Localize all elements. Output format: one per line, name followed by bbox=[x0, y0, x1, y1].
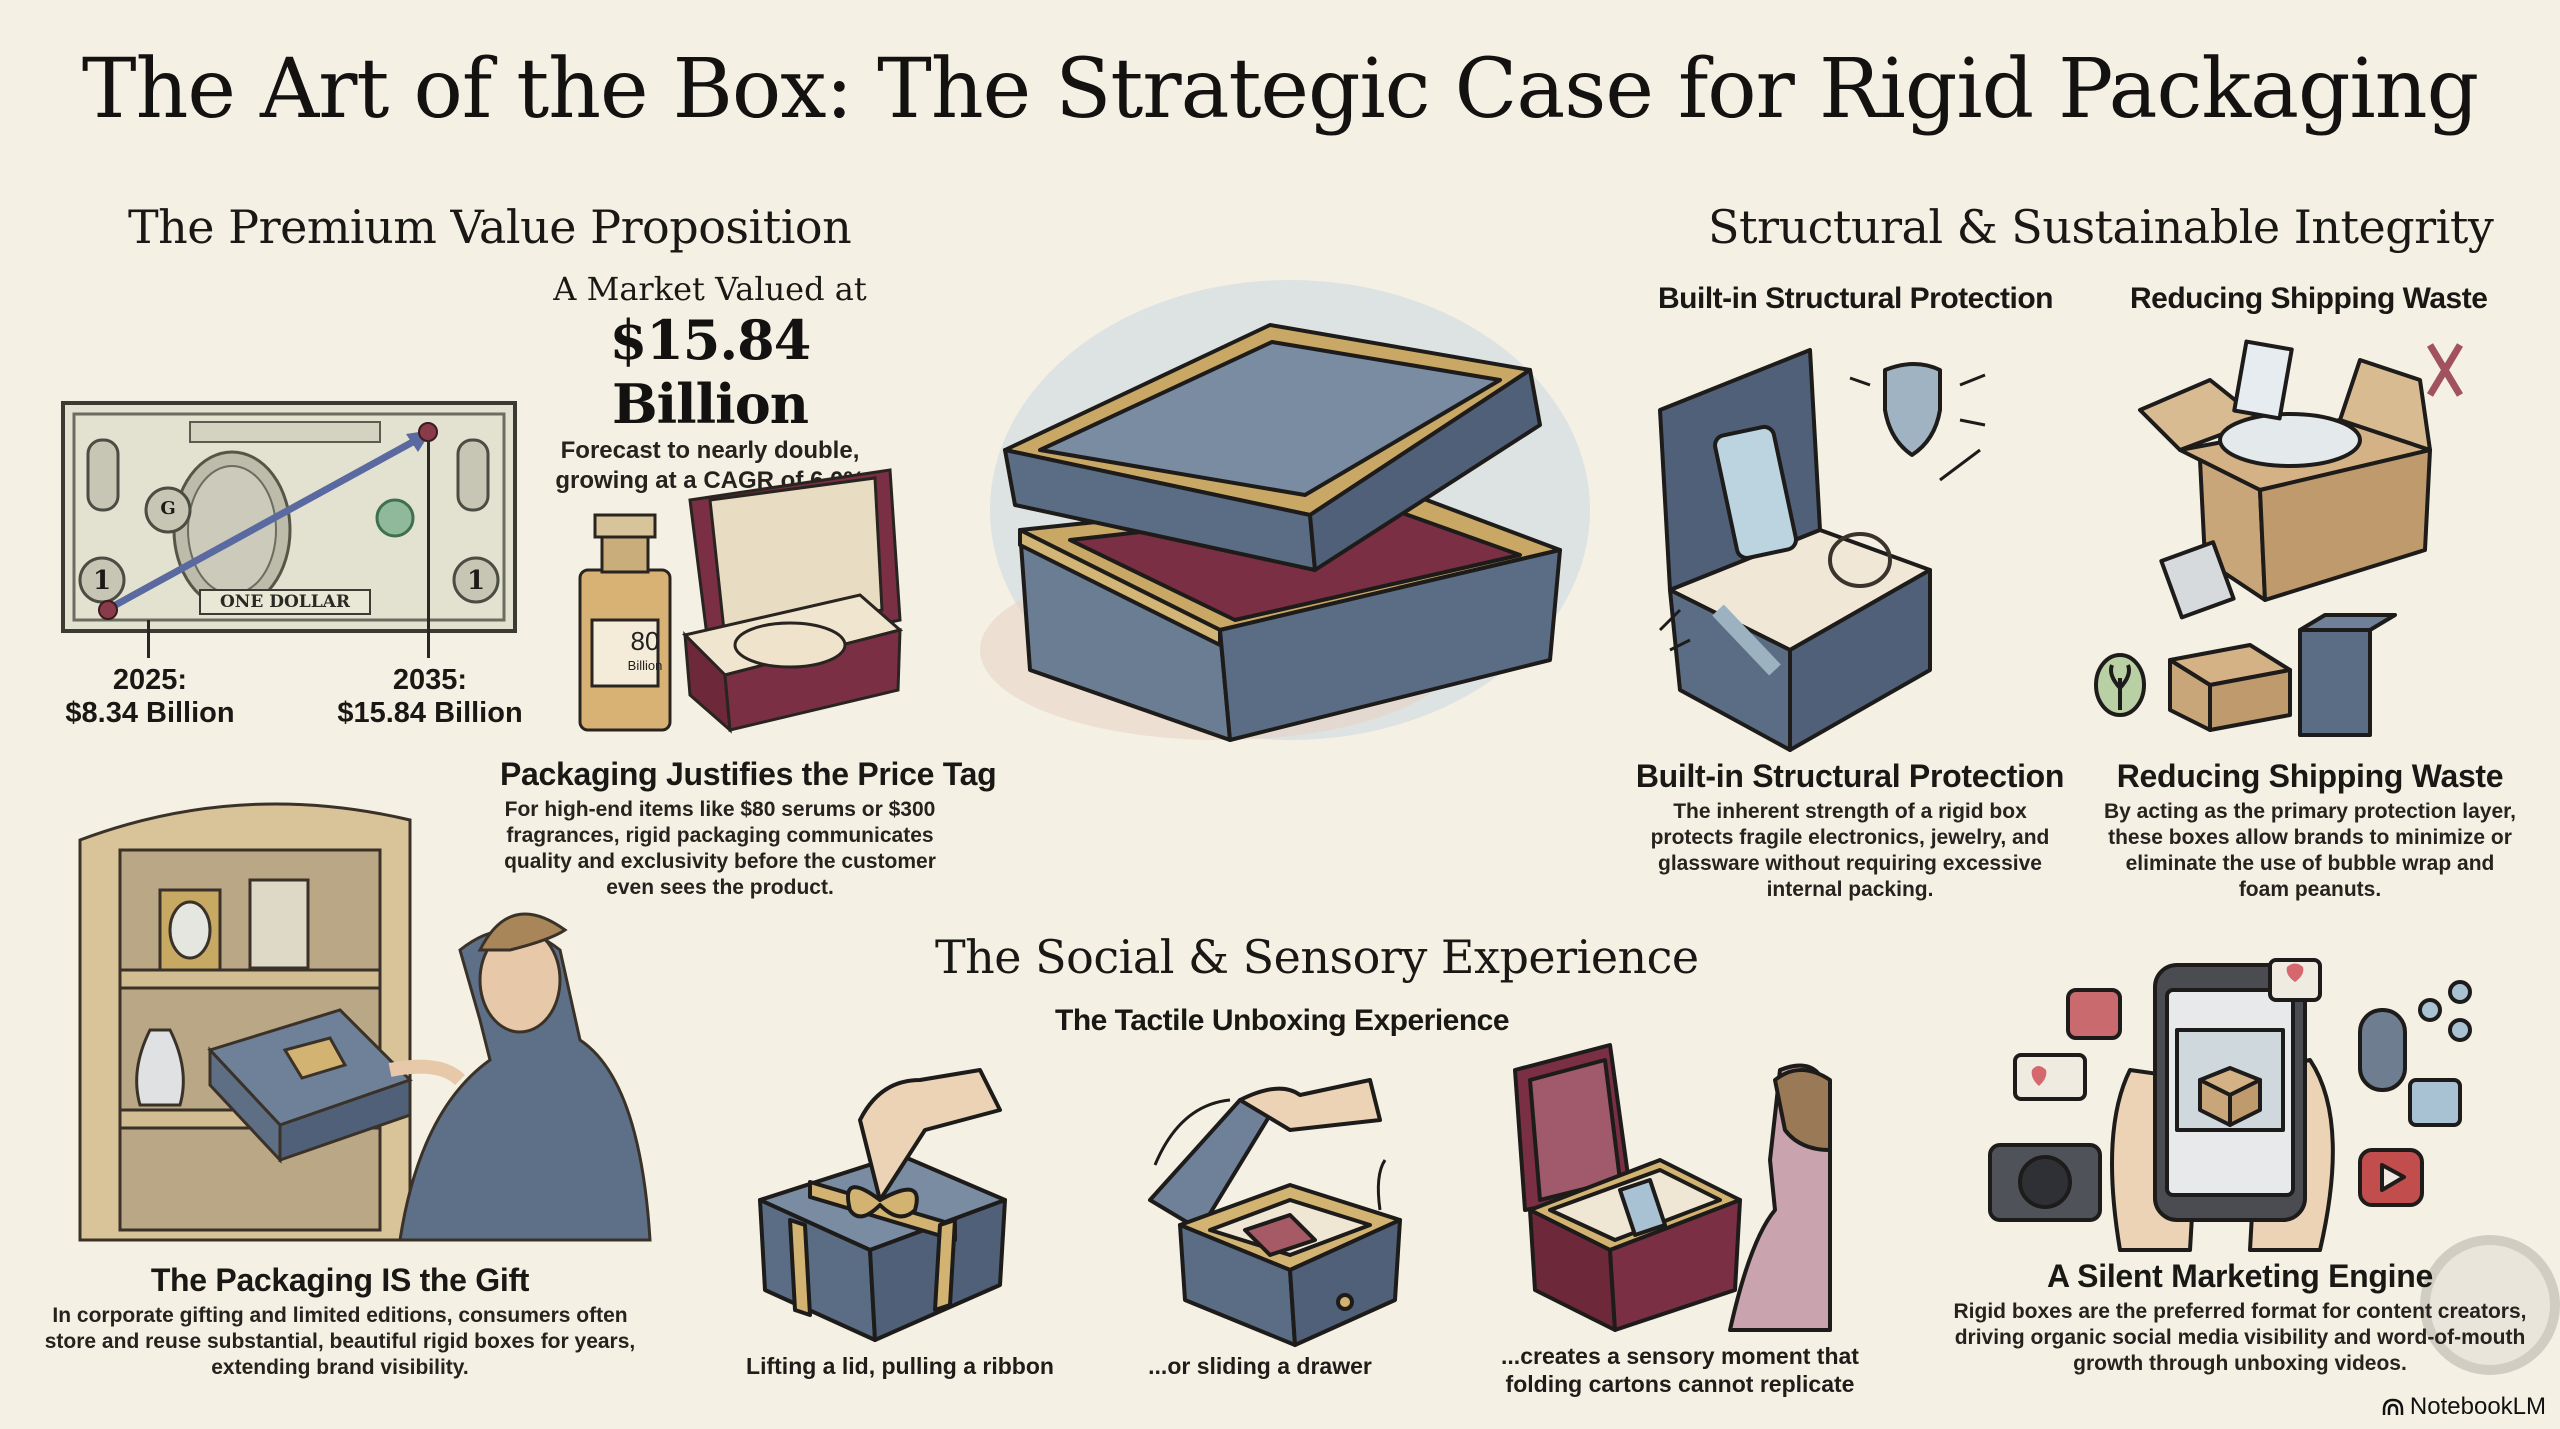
gift-heading: The Packaging IS the Gift bbox=[150, 1262, 530, 1298]
bill-seal: G bbox=[160, 498, 176, 519]
protection-body: The inherent strength of a rigid box pro… bbox=[1650, 800, 2050, 901]
notebooklm-logo-icon bbox=[2382, 1398, 2404, 1415]
label-2035-value: $15.84 Billion bbox=[337, 697, 523, 729]
protection-heading: Built-in Structural Protection bbox=[1635, 758, 2065, 794]
label-2025: 2025: $8.34 Billion bbox=[40, 664, 260, 730]
bill-denom-left: 1 bbox=[92, 566, 112, 596]
protection-box-illustration bbox=[1640, 330, 2060, 752]
tactile-subtitle: The Tactile Unboxing Experience bbox=[1055, 1004, 1510, 1037]
hero-rigid-box-illustration bbox=[960, 250, 1600, 750]
bill-text: ONE DOLLAR bbox=[220, 592, 350, 612]
dollar-bill-illustration: ONE DOLLAR G 1 1 bbox=[60, 400, 520, 635]
social-media-phone-illustration bbox=[1960, 950, 2540, 1252]
waste-body: By acting as the primary protection laye… bbox=[2104, 800, 2516, 901]
watermark-circle bbox=[2420, 1235, 2560, 1375]
page-title: The Art of the Box: The Strategic Case f… bbox=[81, 42, 2479, 137]
section-title-social: The Social & Sensory Experience bbox=[935, 930, 1699, 984]
notebooklm-logo-text: NotebookLM bbox=[2409, 1393, 2546, 1420]
bottle-label-number: 80 bbox=[630, 626, 660, 656]
bottle-label-word: Billion bbox=[627, 658, 663, 673]
section-title-structural: Structural & Sustainable Integrity bbox=[1708, 200, 2494, 254]
waste-block: Reducing Shipping Waste By acting as the… bbox=[2100, 758, 2520, 903]
marketing-block: A Silent Marketing Engine Rigid boxes ar… bbox=[1940, 1258, 2540, 1377]
sensory-moment-illustration bbox=[1500, 1040, 1832, 1332]
label-2035-year: 2035: bbox=[392, 664, 468, 696]
price-tag-heading: Packaging Justifies the Price Tag bbox=[500, 756, 997, 792]
connector-2025 bbox=[147, 620, 150, 658]
gift-body: In corporate gifting and limited edition… bbox=[44, 1304, 636, 1379]
waste-illustration bbox=[2094, 330, 2560, 750]
protection-block: Built-in Structural Protection The inher… bbox=[1630, 758, 2070, 903]
perfume-box-illustration: 80 Billion bbox=[560, 460, 920, 740]
price-tag-body: For high-end items like $80 serums or $3… bbox=[504, 798, 936, 899]
connector-2035 bbox=[427, 440, 430, 658]
section-title-premium: The Premium Value Proposition bbox=[128, 200, 852, 254]
drawer-box-illustration bbox=[1140, 1060, 1460, 1347]
unbox-caption-3: ...creates a sensory moment that folding… bbox=[1501, 1343, 1859, 1397]
label-2025-value: $8.34 Billion bbox=[65, 697, 235, 729]
bill-denom-right: 1 bbox=[466, 566, 486, 596]
protection-label: Built-in Structural Protection bbox=[1658, 282, 2054, 315]
notebooklm-logo: NotebookLM bbox=[2382, 1393, 2546, 1421]
market-stat: A Market Valued at $15.84 Billion Foreca… bbox=[520, 270, 900, 496]
unbox-caption-1: Lifting a lid, pulling a ribbon bbox=[746, 1353, 1054, 1379]
cabinet-gift-illustration bbox=[40, 780, 660, 1242]
price-tag-block: Packaging Justifies the Price Tag For hi… bbox=[500, 756, 997, 901]
market-note-line1: Forecast to nearly double, bbox=[560, 437, 860, 464]
gift-block: The Packaging IS the Gift In corporate g… bbox=[40, 1262, 640, 1381]
waste-heading: Reducing Shipping Waste bbox=[2116, 758, 2504, 794]
label-2025-year: 2025: bbox=[112, 664, 188, 696]
marketing-heading: A Silent Marketing Engine bbox=[2046, 1258, 2434, 1294]
waste-label: Reducing Shipping Waste bbox=[2130, 282, 2488, 315]
label-2035: 2035: $15.84 Billion bbox=[300, 664, 560, 730]
market-pre-label: A Market Valued at bbox=[553, 270, 867, 308]
market-value: $15.84 Billion bbox=[609, 308, 812, 436]
marketing-body: Rigid boxes are the preferred format for… bbox=[1953, 1300, 2527, 1375]
ribbon-box-illustration bbox=[750, 1060, 1050, 1342]
unbox-caption-2: ...or sliding a drawer bbox=[1148, 1353, 1372, 1379]
